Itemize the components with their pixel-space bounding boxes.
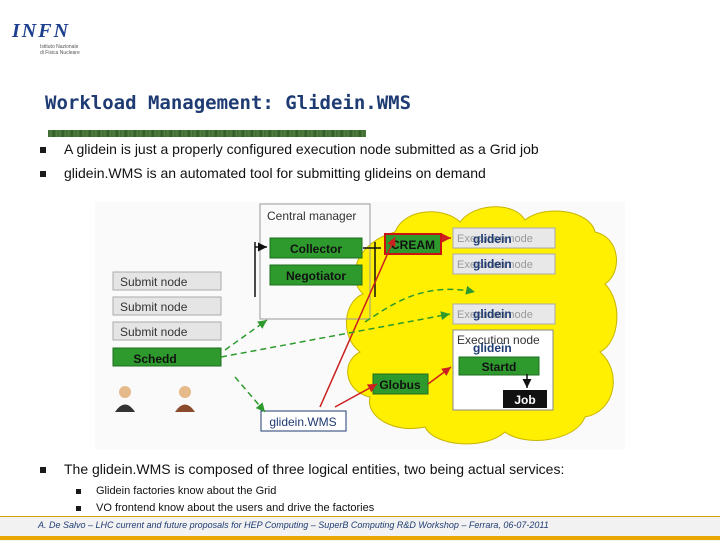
bullet-text-2: glidein.WMS is an automated tool for sub… <box>64 165 486 181</box>
logo-subtext-2: di Fisica Nucleare <box>40 50 80 56</box>
arrow <box>427 366 452 385</box>
glidein-label-3: glidein <box>473 307 512 321</box>
bullet-marker <box>40 467 46 473</box>
logo-text: INFN <box>12 20 71 42</box>
glidein-label-1: glidein <box>473 232 512 246</box>
logo-subtext-1: Istituto Nazionale <box>40 44 79 50</box>
execution-node-label-3: Execution node <box>457 309 533 321</box>
negotiator-label: Negotiator <box>286 269 346 283</box>
cream-label: CREAM <box>391 238 435 252</box>
central-manager-label: Central manager <box>267 209 356 223</box>
glideinwms-diagram: Central manager Collector Negotiator Sub… <box>95 202 625 450</box>
submit-node-label-1: Submit node <box>120 275 188 289</box>
sub-bullet-marker <box>76 489 81 494</box>
bullet-marker <box>40 171 46 177</box>
collector-label: Collector <box>290 242 342 256</box>
execution-node-label-4: Execution node <box>457 333 540 347</box>
collector-box <box>269 237 363 259</box>
submit-node-label-3: Submit node <box>120 325 188 339</box>
globus-label: Globus <box>379 378 421 392</box>
startd-box <box>458 356 540 376</box>
glidein-label-4: glidein <box>473 341 512 355</box>
execution-node-box-3 <box>452 303 556 325</box>
execution-node-label-1: Execution node <box>457 233 533 245</box>
infn-logo: INFN Istituto Nazionale di Fisica Nuclea… <box>10 18 90 78</box>
submit-node-box-3 <box>112 321 222 341</box>
arrow <box>334 383 378 408</box>
schedd-label: Schedd <box>133 352 176 366</box>
arrow <box>224 319 268 351</box>
arrow <box>364 285 476 323</box>
bullet-text-1: A glidein is just a properly configured … <box>64 141 539 157</box>
footer-text: A. De Salvo – LHC current and future pro… <box>38 520 549 530</box>
arrow <box>234 376 266 413</box>
glideinwms-box <box>260 410 347 432</box>
startd-label: Startd <box>482 360 517 374</box>
execution-node-box-1 <box>452 227 556 249</box>
arrow <box>319 236 396 408</box>
sub-bullet-marker <box>76 506 81 511</box>
user-icon <box>115 386 135 412</box>
sub-bullet-text-2: VO frontend know about the users and dri… <box>96 502 375 514</box>
job-label: Job <box>514 393 535 407</box>
execution-node-label-2: Execution node <box>457 259 533 271</box>
job-box <box>503 390 547 408</box>
footer-accent-strip <box>0 536 720 540</box>
glidein-label-2: glidein <box>473 257 512 271</box>
cream-box <box>384 233 442 255</box>
submit-node-label-2: Submit node <box>120 300 188 314</box>
bullet-marker <box>40 147 46 153</box>
sub-bullet-text-1: Glidein factories know about the Grid <box>96 485 277 497</box>
execution-node-box-2 <box>452 253 556 275</box>
submit-node-box-2 <box>112 296 222 316</box>
user-icon <box>175 386 195 412</box>
arrow <box>220 311 451 358</box>
central-manager-box <box>259 203 371 320</box>
glideinwms-label: glidein.WMS <box>269 415 336 429</box>
title-underline <box>48 130 366 137</box>
submit-node-box-1 <box>112 271 222 291</box>
slide-title: Workload Management: Glidein.WMS <box>45 92 412 114</box>
negotiator-box <box>269 264 363 286</box>
bullet-text-3: The glidein.WMS is composed of three log… <box>64 461 565 477</box>
